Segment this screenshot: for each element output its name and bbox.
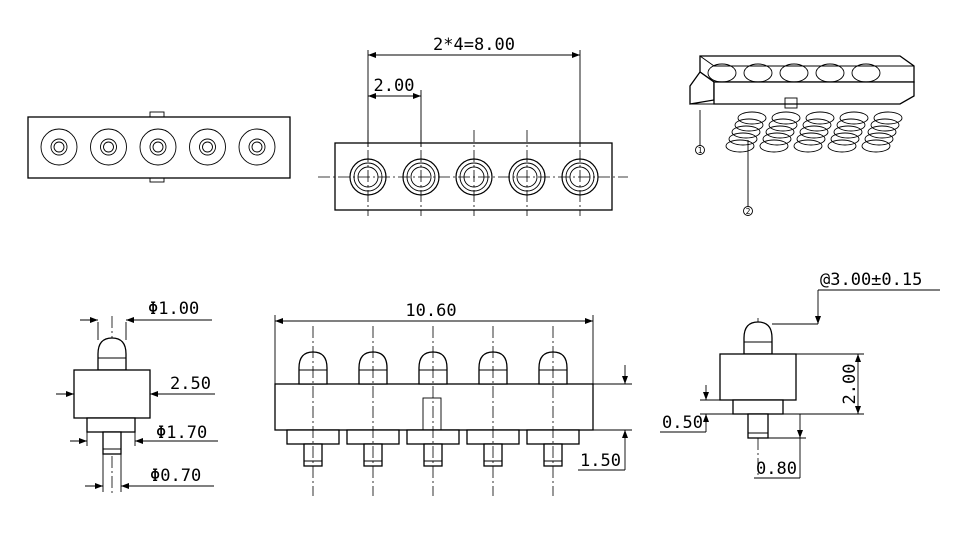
- side-left-cap: [97, 337, 127, 371]
- tail-diameter-label: Φ0.70: [150, 466, 201, 486]
- side-view-left: Φ1.00 2.50 Φ1.70 Φ0.70: [56, 299, 218, 494]
- top-left-hole-inner: [248, 138, 266, 156]
- iso-spring-coil: [799, 125, 829, 139]
- pitch-total-arrow-right: [572, 52, 580, 58]
- iso-hole: [707, 63, 737, 83]
- top-left-hole-core: [103, 141, 114, 153]
- side-left-body: [73, 369, 151, 419]
- callout-1-circle: [695, 145, 705, 155]
- iso-spring-coil: [728, 132, 758, 146]
- top-left-hole-inner: [50, 138, 68, 156]
- iso-spring-coil: [830, 132, 860, 146]
- callout-2-label: 2: [746, 207, 751, 216]
- iso-spring-coil: [833, 125, 863, 139]
- side-right-body: [719, 353, 797, 401]
- side-right-tail: [747, 413, 769, 439]
- iso-spring-coil: [765, 125, 795, 139]
- iso-spring-coil: [725, 139, 755, 153]
- pitch-arrow-left: [368, 93, 376, 99]
- top-left-hole-outer: [189, 128, 226, 166]
- front-view-body: [274, 383, 594, 431]
- top-left-hole-inner: [199, 138, 216, 156]
- top-left-hole-inner: [100, 138, 117, 156]
- iso-spring-coil: [768, 118, 798, 132]
- top-left-hole-outer: [238, 128, 276, 166]
- pitch-arrow-right: [413, 93, 421, 99]
- base-diameter-label: Φ1.70: [156, 423, 207, 443]
- front-view: 10.60 1.50: [274, 301, 632, 496]
- iso-hole: [779, 63, 809, 83]
- callout-1-label: 1: [698, 146, 703, 155]
- right-base-label: 0.50: [662, 413, 703, 433]
- top-left-hole-outer: [90, 128, 127, 166]
- overall-length-label: 10.60: [405, 301, 456, 321]
- iso-front-face: [713, 81, 915, 105]
- callout-2-circle: [743, 206, 753, 216]
- tail-length-label: 1.50: [580, 451, 621, 471]
- iso-spring-coil: [737, 111, 767, 125]
- pitch-label: 2.00: [374, 76, 415, 96]
- cap-diameter-label: Φ1.00: [148, 299, 199, 319]
- isometric-view: 1 2: [689, 55, 915, 216]
- top-left-hole-core: [202, 141, 213, 153]
- side-left-base: [86, 417, 136, 433]
- iso-spring-coil: [836, 118, 866, 132]
- top-view-left-body: [27, 116, 291, 179]
- iso-spring-coil: [805, 111, 835, 125]
- top-left-hole-core: [251, 141, 263, 153]
- top-left-hole-core: [53, 141, 65, 153]
- iso-spring-coil: [771, 111, 801, 125]
- top-left-hole-core: [152, 141, 164, 153]
- side-left-tail: [102, 431, 122, 455]
- pitch-total-arrow-left: [368, 52, 376, 58]
- iso-spring-coil: [861, 139, 891, 153]
- pitch-total-label: 2*4=8.00: [433, 35, 515, 55]
- top-left-hole-outer: [40, 128, 78, 166]
- side-view-right: @3.00±0.15 2.00 0.50 0.80: [660, 270, 940, 479]
- side-right-cap: [743, 321, 773, 355]
- iso-hole: [851, 63, 881, 83]
- iso-spring-coil: [864, 132, 894, 146]
- right-height-label: 2.00: [840, 364, 860, 405]
- iso-spring-coil: [802, 118, 832, 132]
- body-height-label: 2.50: [170, 374, 211, 394]
- iso-spring-coil: [796, 132, 826, 146]
- right-top-label: @3.00±0.15: [820, 270, 922, 290]
- iso-spring-coil: [839, 111, 869, 125]
- iso-spring-coil: [870, 118, 900, 132]
- iso-hole: [815, 63, 845, 83]
- iso-hole: [743, 63, 773, 83]
- top-view-left-notch-bottom: [149, 177, 165, 183]
- iso-spring-coil: [762, 132, 792, 146]
- top-view-center: 2*4=8.00 2.00: [318, 35, 628, 216]
- right-tail-label: 0.80: [756, 459, 797, 479]
- iso-spring-coil: [873, 111, 903, 125]
- top-view-left: [27, 111, 291, 183]
- iso-spring-coil: [734, 118, 764, 132]
- iso-spring-coil: [867, 125, 897, 139]
- iso-spring-coil: [759, 139, 789, 153]
- iso-spring-coil: [731, 125, 761, 139]
- iso-spring-coil: [827, 139, 857, 153]
- top-view-left-notch-top: [149, 111, 165, 118]
- side-right-base: [732, 399, 784, 415]
- top-left-hole-inner: [149, 138, 167, 156]
- top-left-hole-outer: [139, 128, 177, 166]
- iso-spring-coil: [793, 139, 823, 153]
